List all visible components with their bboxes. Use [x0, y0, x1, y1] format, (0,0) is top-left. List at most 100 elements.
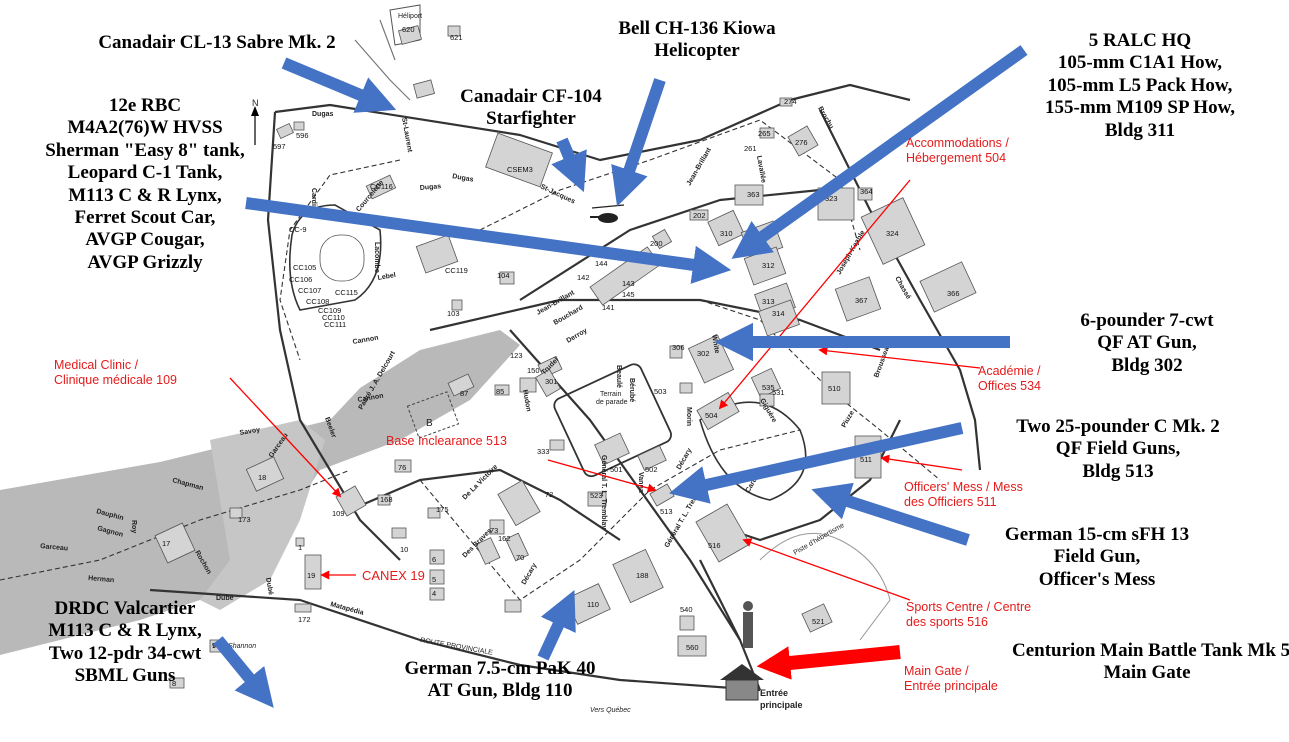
route-provinciale-text: ROUTE PROVINCIALE [420, 637, 494, 657]
road-label: Lavallée [755, 155, 767, 184]
road-label: Cannon [352, 335, 379, 346]
building-number: CC115 [335, 288, 358, 297]
building-number: 76 [398, 463, 406, 472]
building-number: 6 [432, 555, 436, 564]
building-number: 597 [273, 142, 286, 151]
road-label: Bouchard [553, 304, 585, 326]
building-number: 621 [450, 33, 463, 42]
road-label: Garceau [40, 543, 69, 552]
building-number: 620 [402, 25, 415, 34]
building-number: CSEM3 [507, 165, 533, 174]
building-number: 333 [537, 447, 550, 456]
building-number: 141 [602, 303, 615, 312]
building-number: 87 [460, 389, 468, 398]
building-number: 511 [860, 455, 872, 464]
road-tremblay [509, 329, 741, 641]
label-centurion: Centurion Main Battle Tank Mk 5,Main Gat… [1012, 640, 1289, 684]
building-number: 103 [447, 309, 460, 318]
building-number: 110 [587, 600, 599, 609]
building-number: 18 [258, 473, 266, 482]
building-number: 19 [307, 571, 315, 580]
building-number: 366 [947, 289, 960, 298]
building-number: 261 [744, 144, 757, 153]
officers-mess-pointer [880, 454, 963, 471]
red-label-canex: CANEX 19 [362, 568, 425, 583]
statue-icon [743, 601, 753, 648]
building-number: 314 [772, 309, 785, 318]
helicopter-icon [590, 204, 625, 223]
building-number: 4 [432, 589, 436, 598]
building-number: 5 [432, 575, 436, 584]
accommodations-pointer [718, 179, 911, 410]
building-number: 503 [654, 387, 667, 396]
road-route-provinciale [149, 588, 761, 692]
building-number: 143 [622, 279, 635, 288]
building-number: CC106 [289, 275, 312, 284]
road-label: Décary [521, 562, 539, 586]
vers-quebec-text: Vers Québec [590, 707, 631, 714]
pak40-arrow [537, 590, 576, 661]
sports-pointer [742, 538, 911, 601]
building-number: 17 [162, 539, 170, 548]
road-label: St-Laurent [400, 117, 413, 153]
centurion-arrow [756, 645, 901, 680]
road-label: Lebel [377, 272, 396, 282]
building-number: 535 [762, 383, 775, 392]
b-marker-box [406, 391, 460, 439]
building-number: 1 [298, 543, 302, 552]
entree-text-2: principale [760, 700, 803, 710]
kiowa-arrow [611, 78, 666, 207]
road-label: Matapédia [329, 601, 364, 617]
building-number: CC-9 [289, 225, 307, 234]
road-label: Dubé [216, 595, 234, 602]
road-label: Lacombe [373, 242, 380, 273]
buildings [154, 25, 977, 689]
building-number: 510 [828, 384, 841, 393]
road-label: Cardinal [310, 188, 317, 216]
building-number: 85 [496, 387, 504, 396]
piste-trail [759, 532, 891, 641]
building-number: 367 [855, 296, 868, 305]
building-number: 363 [747, 190, 760, 199]
twenty-five-pounder-arrow [669, 422, 964, 504]
building-number: 502 [645, 465, 658, 474]
building-number: 202 [693, 211, 706, 220]
building-number: 10 [400, 545, 408, 554]
road-jean-brillant [519, 188, 821, 301]
gate-house-icon [720, 664, 764, 701]
road-label: Bérubé [628, 378, 635, 402]
road-label: Jean-Brillant [686, 146, 714, 187]
building-number: 145 [622, 290, 635, 299]
building-number: 72 [545, 490, 553, 499]
inclearance-pointer [547, 459, 657, 493]
building-number: 516 [708, 541, 721, 550]
building-number: 560 [686, 643, 699, 652]
sabre-arrow [281, 57, 397, 113]
terrain-text-2: de parade [596, 399, 628, 406]
building-number: 144 [595, 259, 608, 268]
road-label: Joseph-Keable [836, 229, 867, 276]
training-area-lower [200, 420, 325, 610]
building-number: 364 [860, 187, 873, 196]
building-number: 142 [577, 273, 590, 282]
red-label-inclearance: Base Inclearance 513 [386, 434, 507, 448]
road-outer-west [266, 111, 401, 561]
road-label: Savoy [239, 426, 261, 436]
heliport-pad [389, 4, 421, 46]
building-number: 323 [825, 194, 838, 203]
building-number: 523 [590, 491, 603, 500]
road-label: Dugas [312, 111, 334, 118]
building-number: 175 [436, 505, 449, 514]
building-number: 513 [660, 507, 673, 516]
red-label-academie: Académie /Offices 534 [978, 364, 1042, 393]
road-label: Vanna [637, 472, 644, 493]
building-number: 312 [762, 261, 775, 270]
building-number: 200 [650, 239, 663, 248]
